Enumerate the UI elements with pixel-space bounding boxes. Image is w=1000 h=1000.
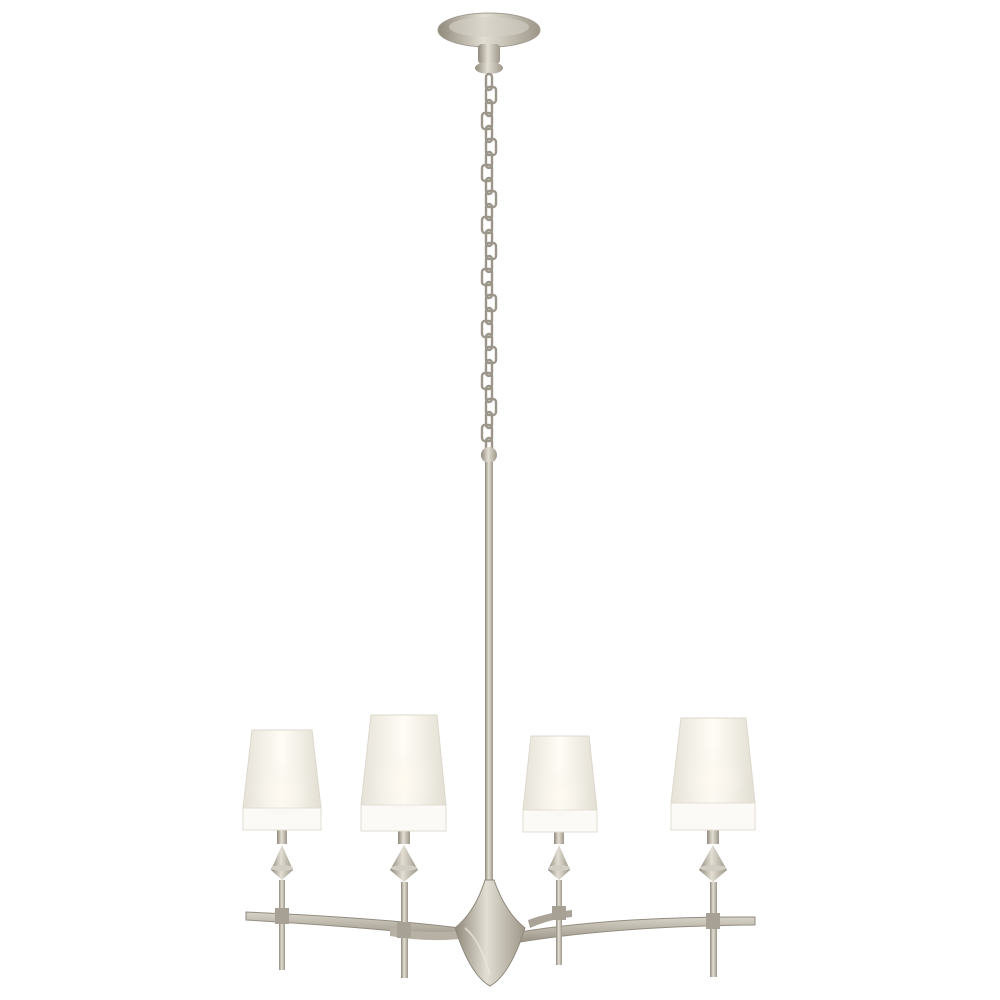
chain-link: [484, 176, 494, 196]
lamp-1: [242, 729, 322, 970]
chain-link: [484, 410, 494, 430]
center-body: [454, 879, 526, 987]
lamp-shade-2: [360, 714, 447, 832]
chain-link: [484, 358, 494, 378]
lamp-shade-3: [522, 735, 598, 833]
candle-cup-1: [271, 830, 293, 970]
ceiling-canopy: [437, 12, 541, 74]
chain-link: [484, 98, 494, 118]
chain-link: [484, 280, 494, 300]
chain-link: [484, 384, 494, 404]
chain-link: [484, 332, 494, 352]
chain-link: [484, 72, 494, 92]
arm-sleeves: [275, 906, 720, 938]
chain-link: [484, 228, 494, 248]
center-stem: [481, 447, 497, 882]
lamp-shade-1: [242, 729, 322, 831]
lamp-2: [360, 714, 447, 978]
lamp-3: [522, 735, 598, 965]
chain-link: [484, 306, 494, 326]
lamp-shade-4: [670, 717, 756, 831]
chain-link: [484, 254, 494, 274]
candle-cup-4: [699, 830, 727, 977]
suspension-chain: [480, 72, 498, 456]
chain-link: [484, 150, 494, 170]
chain-link: [484, 124, 494, 144]
candle-cup-2: [390, 830, 418, 978]
lamp-4: [670, 717, 756, 977]
chain-link: [484, 202, 494, 222]
candle-cup-3: [548, 830, 570, 965]
